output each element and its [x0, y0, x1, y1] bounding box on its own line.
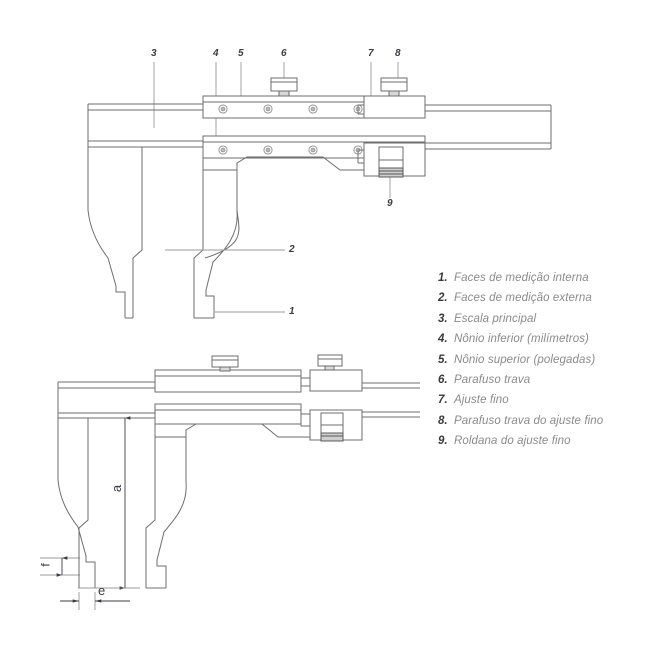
- bv-vernier-upper-block: [154, 369, 302, 393]
- top-view-assembly: [87, 62, 552, 319]
- main-scale-beam-right-upper: [425, 104, 551, 112]
- callout-6: 6: [281, 48, 287, 59]
- fine-adjust-roller-9: [378, 146, 404, 178]
- main-scale-beam-upper: [87, 103, 203, 111]
- legend-label: Parafuso trava: [454, 373, 531, 386]
- fine-adjust-body-7: [357, 95, 426, 119]
- callout-4: 4: [213, 48, 219, 59]
- dimension-label-a: a: [109, 484, 125, 493]
- callout-3: 3: [151, 48, 157, 59]
- legend-number: 8.: [438, 414, 448, 427]
- bv-movable-jaw: [145, 437, 187, 589]
- legend-number: 2.: [438, 292, 448, 305]
- bv-fine-adjust-roller-9: [320, 412, 344, 442]
- bottom-view-assembly: [40, 354, 420, 610]
- bv-fine-adjust-lock-8: [317, 354, 343, 371]
- bv-beam-lower: [58, 412, 155, 419]
- legend-number: 3.: [438, 312, 448, 325]
- legend-item: 5. Nônio superior (polegadas): [438, 354, 644, 366]
- dimension-label-e: e: [98, 583, 106, 598]
- legend-label: Escala principal: [454, 312, 537, 325]
- legend-item: 4. Nônio inferior (milímetros): [438, 333, 644, 345]
- callout-8: 8: [395, 48, 401, 59]
- bv-fine-adjust-body: [300, 369, 363, 392]
- callout-leaders-jaws: [165, 249, 285, 313]
- legend-list: 1. Faces de medição interna 2. Faces de …: [438, 272, 644, 456]
- legend-label: Parafuso trava do ajuste fino: [454, 414, 604, 427]
- slider-lower-plate: [202, 156, 365, 171]
- bv-beam-upper: [57, 381, 155, 389]
- legend-item: 2. Faces de medição externa: [438, 292, 644, 304]
- legend-item: 3. Escala principal: [438, 313, 644, 325]
- legend-number: 4.: [438, 333, 448, 346]
- legend-item: 9. Roldana do ajuste fino: [438, 435, 644, 447]
- callout-9: 9: [387, 198, 393, 209]
- bv-slider-lower-plate: [154, 423, 311, 438]
- legend-number: 6.: [438, 373, 448, 386]
- legend-number: 5.: [438, 353, 448, 366]
- fine-adjust-lock-8: [380, 77, 408, 97]
- legend-number: 9.: [438, 435, 448, 448]
- legend-item: 6. Parafuso trava: [438, 374, 644, 386]
- legend-label: Roldana do ajuste fino: [454, 435, 571, 448]
- bv-lock-knob-6: [211, 355, 239, 372]
- movable-jaw-outer: [193, 170, 240, 319]
- lock-screw-knob-6: [270, 77, 298, 97]
- legend-label: Nônio inferior (milímetros): [454, 333, 589, 346]
- bv-fixed-jaw: [57, 418, 96, 588]
- legend-number: 1.: [438, 272, 448, 284]
- legend-label: Nônio superior (polegadas): [454, 353, 596, 366]
- legend-label: Ajuste fino: [454, 394, 509, 407]
- dimension-label-f: f: [38, 563, 53, 567]
- callout-1: 1: [289, 306, 295, 317]
- legend-number: 7.: [438, 394, 448, 407]
- legend-label: Faces de medição interna: [454, 272, 589, 284]
- legend-item: 8. Parafuso trava do ajuste fino: [438, 415, 644, 427]
- main-scale-beam-right-lower: [425, 142, 551, 150]
- bv-vernier-lower-block: [154, 403, 302, 425]
- legend-item: 1. Faces de medição interna: [438, 272, 644, 284]
- callout-5: 5: [238, 48, 244, 59]
- legend-label: Faces de medição externa: [454, 292, 592, 305]
- main-scale-beam-lower: [88, 140, 203, 148]
- legend-item: 7. Ajuste fino: [438, 394, 644, 406]
- callout-7: 7: [368, 48, 374, 59]
- fixed-jaw-outer: [87, 147, 143, 319]
- callout-2: 2: [289, 244, 295, 255]
